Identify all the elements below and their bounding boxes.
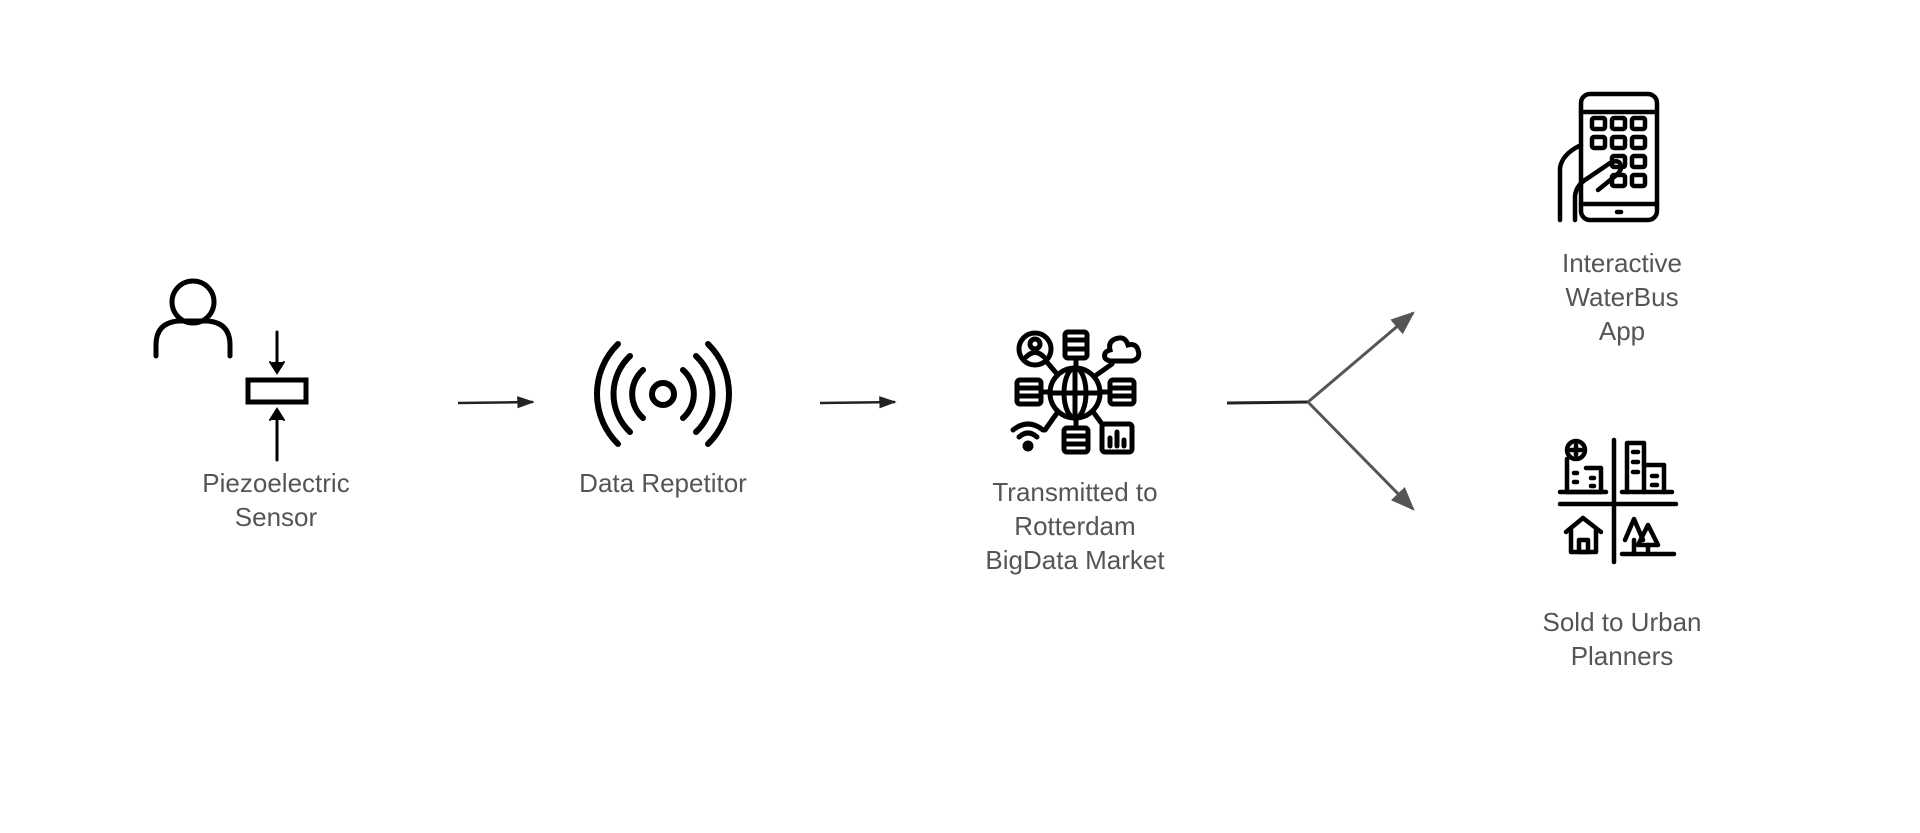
repeater-label-line-1: Data Repetitor [579, 468, 747, 498]
arrow-sensor-to-repeater [457, 396, 535, 409]
sensor-label-line-2: Sensor [234, 502, 318, 532]
app-label-line-1: Interactive [1562, 248, 1682, 278]
fork-connector [1226, 311, 1415, 511]
signal-broadcast-icon [593, 341, 733, 447]
app-label-line-2: WaterBus [1565, 282, 1679, 312]
person-pressure-sensor-icon [153, 278, 309, 462]
app-label: Interactive WaterBus App [1512, 246, 1732, 348]
market-label-line-2: Rotterdam [1014, 511, 1136, 541]
sensor-label: Piezoelectric Sensor [176, 466, 376, 534]
repeater-label: Data Repetitor [563, 466, 763, 500]
market-label-line-3: BigData Market [985, 545, 1165, 575]
sensor-label-line-1: Piezoelectric [202, 468, 350, 498]
global-data-network-icon [1010, 329, 1142, 455]
app-label-line-3: App [1598, 316, 1646, 346]
arrow-repeater-to-market [819, 396, 897, 409]
arrow-to-app [1307, 311, 1415, 404]
market-label-line-1: Transmitted to [992, 477, 1158, 507]
arrow-to-planners [1306, 400, 1415, 511]
planners-label-line-2: Planners [1570, 641, 1674, 671]
smartphone-app-icon [1557, 91, 1660, 223]
planners-label: Sold to Urban Planners [1512, 605, 1732, 673]
city-planning-icon [1557, 437, 1679, 565]
planners-label-line-1: Sold to Urban [1542, 607, 1702, 637]
market-label: Transmitted to Rotterdam BigData Market [955, 475, 1195, 577]
